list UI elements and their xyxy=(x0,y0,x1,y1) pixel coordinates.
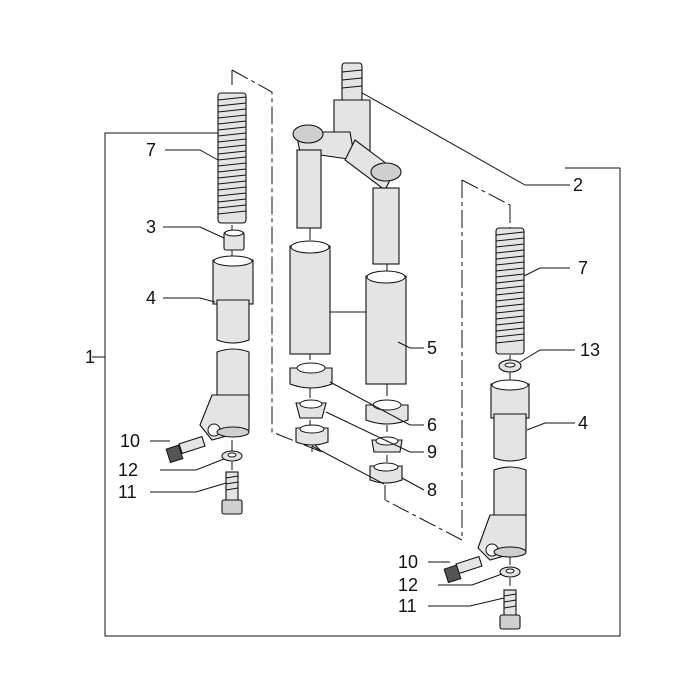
callout-11-left: 11 xyxy=(118,482,137,502)
sleeve-5-right xyxy=(365,270,407,385)
callout-1: 1 xyxy=(85,347,95,367)
callout-3: 3 xyxy=(146,217,156,237)
assembly-bracket-2 xyxy=(356,89,570,186)
right-washer-12 xyxy=(499,566,521,578)
callout-4-left: 4 xyxy=(146,288,156,308)
right-foot-bracket xyxy=(477,514,527,561)
bushing-9-right xyxy=(371,436,403,453)
center-frame xyxy=(292,99,402,265)
callout-8: 8 xyxy=(427,480,437,500)
callout-10-left: 10 xyxy=(120,431,140,451)
callout-7-right: 7 xyxy=(578,258,588,278)
seal-8-left xyxy=(295,424,329,446)
callout-11-right: 11 xyxy=(398,596,417,616)
callout-13: 13 xyxy=(580,340,600,360)
callout-5: 5 xyxy=(427,338,437,358)
left-bolt-11 xyxy=(221,471,243,515)
left-foot-bracket xyxy=(199,394,250,441)
right-screw-10 xyxy=(443,555,483,584)
callout-12-right: 12 xyxy=(398,575,418,595)
leader-lines xyxy=(150,149,575,607)
right-spring-7 xyxy=(495,227,525,355)
left-bushing-3 xyxy=(223,229,245,251)
callout-6: 6 xyxy=(427,415,437,435)
center-stud-2 xyxy=(341,62,363,102)
callout-7-left: 7 xyxy=(146,140,156,160)
seal-8-right xyxy=(369,462,403,484)
right-washer-13 xyxy=(498,359,522,373)
bushing-9-left xyxy=(295,399,327,419)
assembly-bracket-1 xyxy=(92,132,621,637)
ring-6-right xyxy=(365,399,409,425)
left-spring-7 xyxy=(217,92,247,224)
sleeve-5-left xyxy=(289,240,331,355)
callout-12-left: 12 xyxy=(118,460,138,480)
callout-4-right: 4 xyxy=(578,413,588,433)
left-screw-10 xyxy=(165,435,206,464)
callout-2: 2 xyxy=(573,175,583,195)
callout-10-right: 10 xyxy=(398,552,418,572)
callout-9: 9 xyxy=(427,442,437,462)
left-tube-4 xyxy=(212,255,254,421)
right-bolt-11 xyxy=(499,589,521,630)
left-washer-12 xyxy=(221,450,243,462)
ring-6-left xyxy=(289,362,333,389)
